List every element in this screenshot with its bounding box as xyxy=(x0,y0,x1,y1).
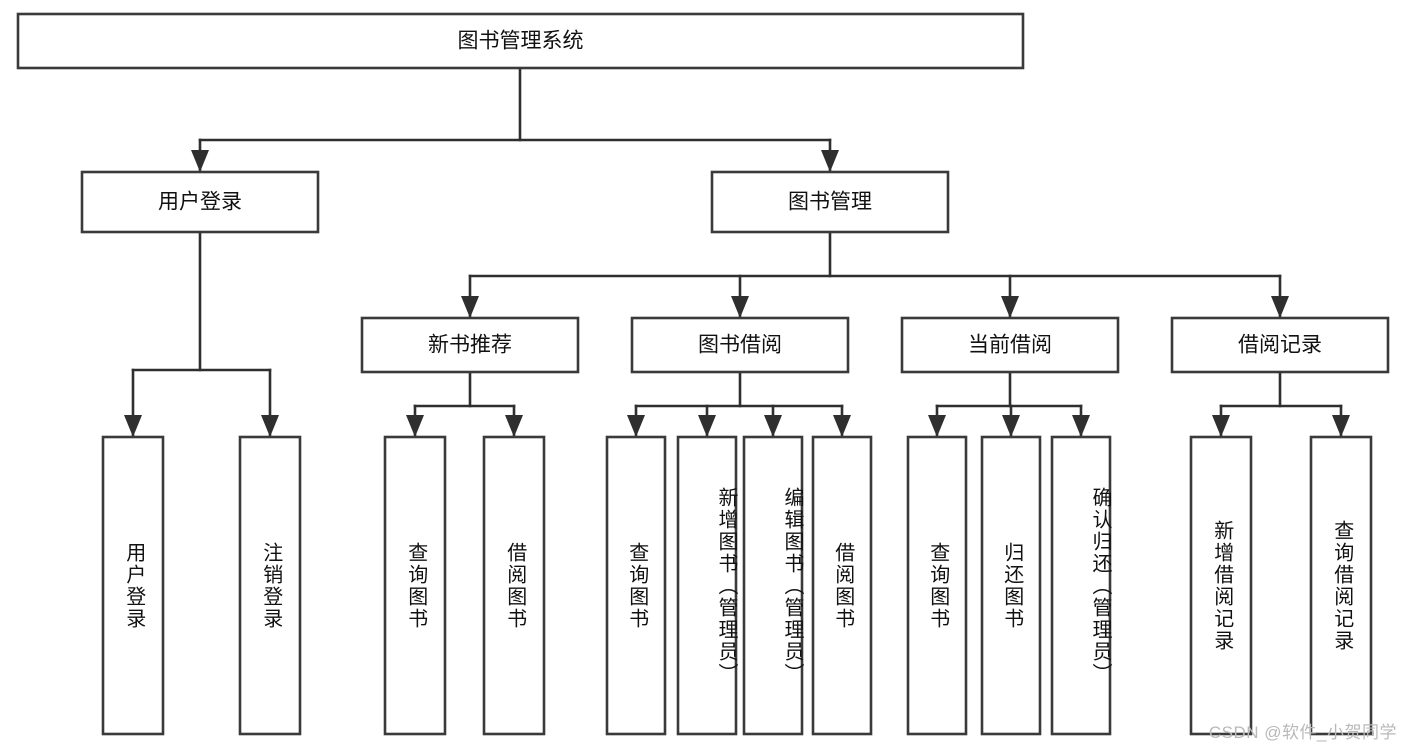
arrow-head-icon xyxy=(1001,296,1019,318)
node-box-leaf-user-login[interactable] xyxy=(101,435,165,736)
node-label-book-manage: 图书管理 xyxy=(788,191,872,214)
node-box-book-borrow[interactable] xyxy=(630,316,850,374)
node-box-leaf-query-book-current[interactable] xyxy=(906,435,968,736)
node-label-book-borrow: 图书借阅 xyxy=(698,334,782,357)
arrow-head-icon xyxy=(461,296,479,318)
arrow-head-icon xyxy=(821,150,839,172)
arrow-head-icon xyxy=(1271,296,1289,318)
node-box-leaf-edit-book[interactable] xyxy=(742,435,804,736)
node-box-book-manage[interactable] xyxy=(710,170,950,234)
arrow-head-icon xyxy=(1002,415,1020,437)
node-label-new-book-recommend: 新书推荐 xyxy=(428,334,512,357)
arrow-head-icon xyxy=(124,415,142,437)
node-box-leaf-borrow-book[interactable] xyxy=(811,435,873,736)
arrow-head-icon xyxy=(1072,415,1090,437)
node-label-user-login: 用户登录 xyxy=(158,191,242,214)
node-box-leaf-query-book-new[interactable] xyxy=(383,435,447,736)
node-box-leaf-confirm-return[interactable] xyxy=(1050,435,1112,736)
arrow-head-icon xyxy=(731,296,749,318)
arrow-head-icon xyxy=(627,415,645,437)
arrow-head-icon xyxy=(833,415,851,437)
node-label-borrow-record: 借阅记录 xyxy=(1238,334,1322,357)
node-box-root[interactable] xyxy=(16,12,1025,70)
watermark-text: CSDN @软件_小贺同学 xyxy=(1208,723,1397,742)
node-box-new-book-recommend[interactable] xyxy=(360,316,580,374)
arrow-head-icon xyxy=(406,415,424,437)
arrow-head-icon xyxy=(505,415,523,437)
node-box-leaf-add-record[interactable] xyxy=(1189,435,1253,736)
arrow-head-icon xyxy=(928,415,946,437)
node-box-current-borrow[interactable] xyxy=(900,316,1120,374)
node-box-leaf-borrow-book-new[interactable] xyxy=(482,435,546,736)
node-box-leaf-return-book[interactable] xyxy=(980,435,1042,736)
node-box-leaf-add-book[interactable] xyxy=(676,435,738,736)
arrow-head-icon xyxy=(191,150,209,172)
arrow-head-icon xyxy=(764,415,782,437)
node-label-current-borrow: 当前借阅 xyxy=(968,334,1052,357)
node-box-leaf-query-record[interactable] xyxy=(1309,435,1373,736)
node-box-leaf-logout[interactable] xyxy=(238,435,302,736)
arrow-head-icon xyxy=(261,415,279,437)
arrow-head-icon xyxy=(1212,415,1230,437)
arrow-head-icon xyxy=(698,415,716,437)
node-box-borrow-record[interactable] xyxy=(1170,316,1390,374)
boxes-layer xyxy=(16,12,1390,736)
arrow-head-icon xyxy=(1332,415,1350,437)
node-box-user-login[interactable] xyxy=(80,170,320,234)
node-label-root: 图书管理系统 xyxy=(458,30,584,53)
connectors-layer xyxy=(124,66,1350,438)
node-box-leaf-query-book-borrow[interactable] xyxy=(605,435,667,736)
